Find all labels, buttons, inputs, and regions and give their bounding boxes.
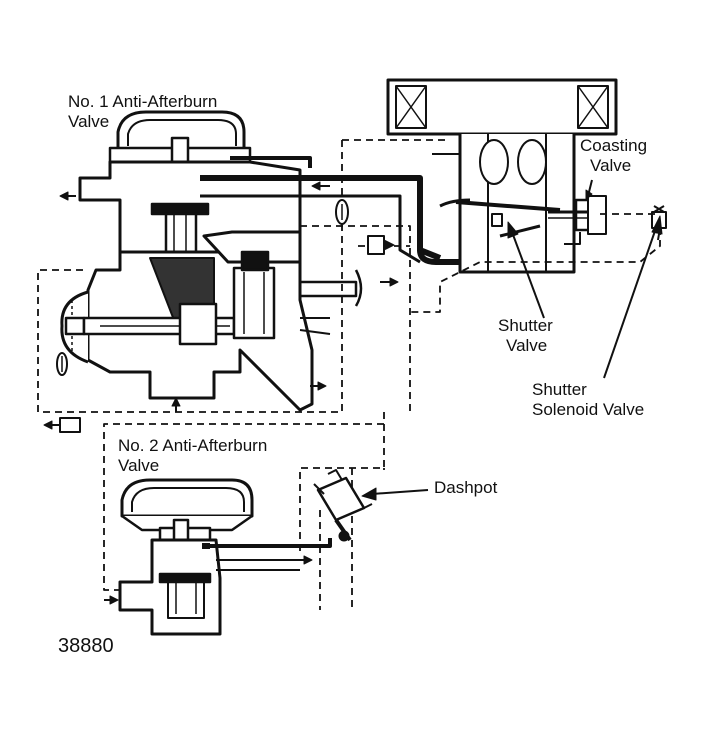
- intake-housing-drawing: [386, 78, 618, 274]
- shutter-label-line1: Shutter: [498, 316, 553, 335]
- no1-anti-afterburn-valve-drawing: [59, 110, 442, 272]
- coasting-valve-drawing: [548, 179, 607, 245]
- carburetor-body-drawing: [60, 230, 399, 412]
- figure-id-label: 38880: [58, 635, 114, 657]
- shutter-label-line2: Valve: [506, 336, 548, 355]
- coasting-label-line2: Valve: [590, 156, 632, 175]
- line-fittings: [43, 181, 395, 433]
- no1-label-line1: No. 1 Anti-Afterburn: [68, 92, 218, 111]
- vacuum-lines: [37, 139, 661, 610]
- shutter-valve-label: Shutter Valve: [498, 316, 553, 356]
- solenoid-label-line2: Solenoid Valve: [532, 400, 645, 419]
- no2-label-line1: No. 2 Anti-Afterburn: [118, 436, 268, 455]
- dashpot-label: Dashpot: [434, 478, 498, 497]
- no2-label-line2: Valve: [118, 456, 160, 475]
- coasting-label-line1: Coasting: [580, 136, 648, 155]
- no1-anti-afterburn-valve-label: No. 1 Anti-Afterburn Valve: [68, 92, 217, 132]
- leader-arrows: [361, 215, 663, 501]
- no2-anti-afterburn-valve-label: No. 2 Anti-Afterburn Valve: [118, 436, 267, 476]
- shutter-solenoid-valve-label: Shutter Solenoid Valve: [532, 380, 644, 420]
- coasting-valve-label: Coasting Valve: [580, 136, 647, 176]
- dashpot-drawing: [313, 469, 373, 542]
- solenoid-label-line1: Shutter: [532, 380, 587, 399]
- no2-anti-afterburn-valve-drawing: [104, 478, 332, 636]
- no1-label-line2: Valve: [68, 112, 110, 131]
